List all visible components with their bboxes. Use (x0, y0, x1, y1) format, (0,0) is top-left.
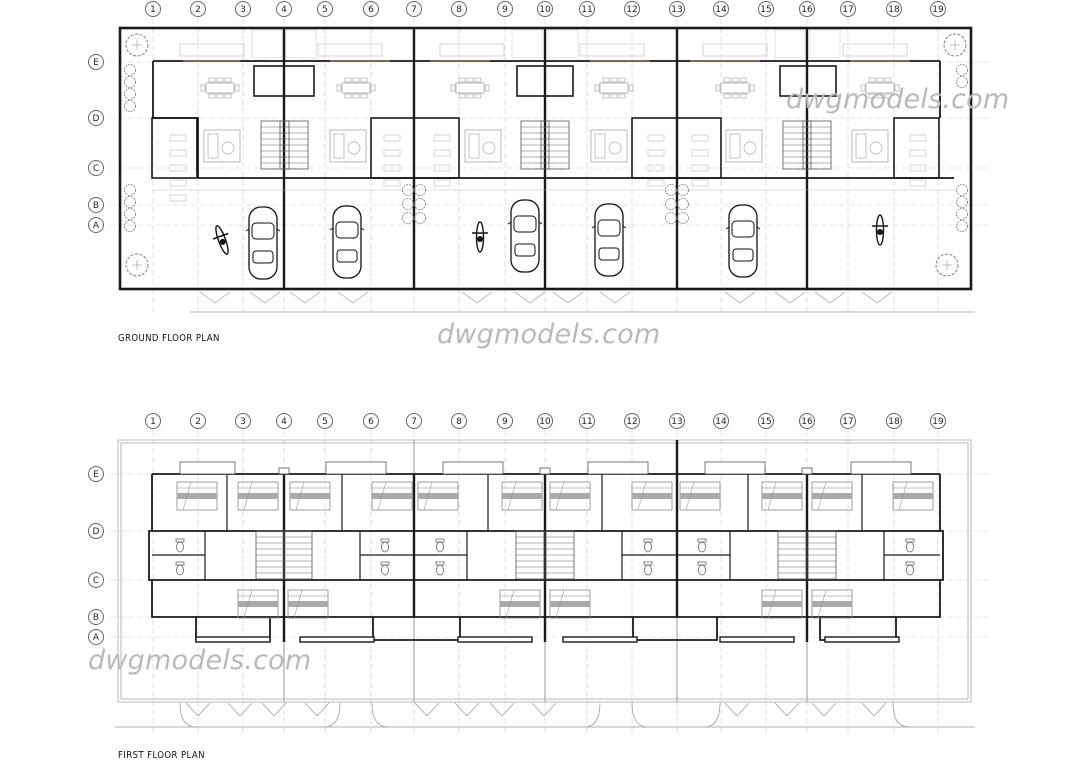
grid-bubble-col: 10 (537, 1, 553, 17)
grid-bubble-col: 14 (713, 413, 729, 429)
grid-bubble-row: E (88, 54, 104, 70)
grid-bubble-col: 3 (235, 1, 251, 17)
first-floor-plan (110, 430, 990, 735)
grid-bubble-col: 1 (145, 413, 161, 429)
grid-bubble-col: 18 (886, 1, 902, 17)
watermark-bottom-left: dwgmodels.com (88, 645, 312, 676)
grid-bubble-row: B (88, 609, 104, 625)
grid-bubble-col: 6 (363, 1, 379, 17)
grid-bubble-col: 14 (713, 1, 729, 17)
grid-bubble-col: 19 (930, 413, 946, 429)
grid-bubble-col: 13 (669, 1, 685, 17)
grid-bubble-col: 2 (190, 1, 206, 17)
grid-bubble-col: 8 (451, 413, 467, 429)
grid-bubble-col: 6 (363, 413, 379, 429)
grid-bubble-col: 11 (579, 413, 595, 429)
grid-bubble-col: 7 (406, 1, 422, 17)
grid-bubble-row: A (88, 217, 104, 233)
ground-floor-plan-title: GROUND FLOOR PLAN (118, 333, 220, 344)
grid-bubble-col: 18 (886, 413, 902, 429)
grid-bubble-col: 9 (497, 1, 513, 17)
grid-bubble-col: 11 (579, 1, 595, 17)
watermark-center: dwgmodels.com (437, 319, 661, 350)
grid-bubble-col: 4 (276, 1, 292, 17)
grid-bubble-col: 12 (624, 413, 640, 429)
grid-bubble-col: 15 (758, 1, 774, 17)
grid-bubble-col: 17 (840, 1, 856, 17)
grid-bubble-row: C (88, 160, 104, 176)
grid-bubble-col: 9 (497, 413, 513, 429)
grid-bubble-col: 16 (799, 1, 815, 17)
grid-bubble-row: B (88, 197, 104, 213)
grid-bubble-col: 8 (451, 1, 467, 17)
grid-bubble-col: 17 (840, 413, 856, 429)
grid-bubble-col: 1 (145, 1, 161, 17)
grid-bubble-col: 7 (406, 413, 422, 429)
grid-bubble-row: A (88, 629, 104, 645)
grid-bubble-col: 5 (317, 1, 333, 17)
grid-bubble-col: 19 (930, 1, 946, 17)
watermark-top-right: dwgmodels.com (786, 84, 1010, 115)
grid-bubble-row: C (88, 572, 104, 588)
grid-bubble-col: 3 (235, 413, 251, 429)
grid-bubble-col: 13 (669, 413, 685, 429)
grid-bubble-col: 12 (624, 1, 640, 17)
grid-bubble-col: 10 (537, 413, 553, 429)
grid-bubble-row: D (88, 110, 104, 126)
ground-floor-plan (110, 18, 990, 315)
grid-bubble-col: 15 (758, 413, 774, 429)
grid-bubble-col: 4 (276, 413, 292, 429)
grid-bubble-col: 5 (317, 413, 333, 429)
grid-bubble-row: D (88, 523, 104, 539)
grid-bubble-col: 2 (190, 413, 206, 429)
grid-bubble-col: 16 (799, 413, 815, 429)
grid-bubble-row: E (88, 466, 104, 482)
first-floor-plan-title: FIRST FLOOR PLAN (118, 750, 205, 761)
